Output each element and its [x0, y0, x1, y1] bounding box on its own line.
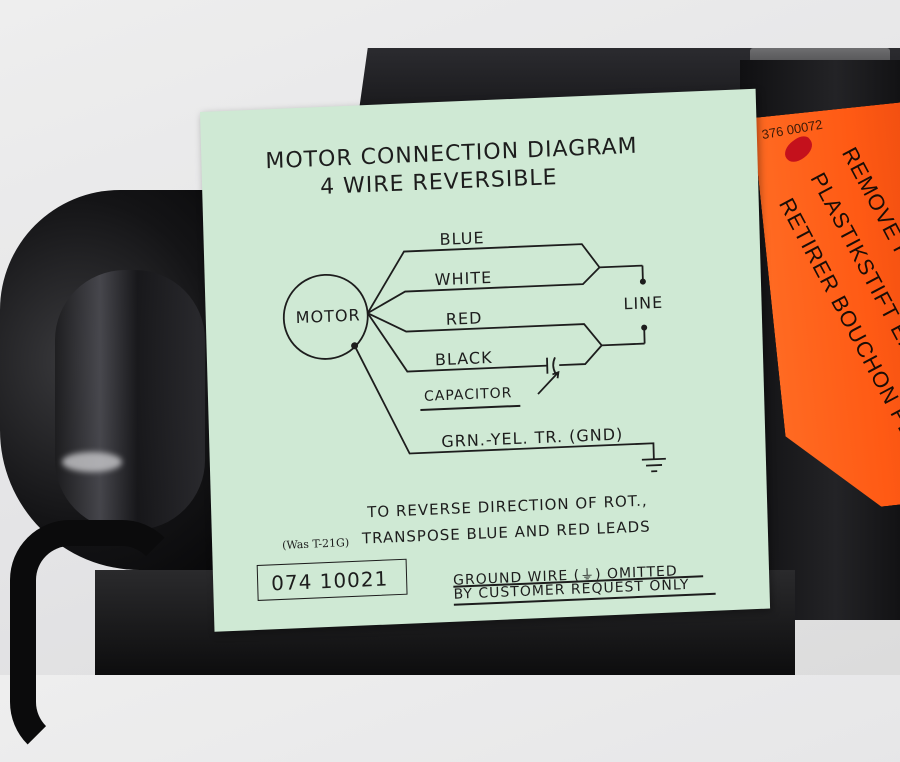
metal-glint — [62, 452, 122, 472]
motor-label: MOTOR — [296, 305, 361, 327]
red-wire-label: RED — [446, 308, 483, 329]
red-wire — [368, 302, 645, 356]
line-terminal-dot-top — [640, 278, 646, 284]
tag-code: 376 00072 — [761, 117, 824, 142]
blue-wire-label: BLUE — [439, 228, 484, 249]
blue-wire — [366, 242, 643, 314]
capacitor-arrow — [537, 372, 559, 394]
line-label: LINE — [623, 293, 663, 314]
ground-symbol — [642, 459, 666, 472]
capacitor-plate-2 — [553, 357, 555, 373]
part-number: 074 10021 — [271, 566, 389, 595]
connection-diagram-label: MOTOR CONNECTION DIAGRAM 4 WIRE REVERSIB… — [200, 89, 770, 632]
photo-scene: 376 00072 REMOVE P PLASTIKSTIFT ENTFE RE… — [0, 0, 900, 675]
white-wire-label: WHITE — [435, 268, 493, 289]
power-cable — [10, 520, 182, 762]
motor-end-bell — [55, 270, 205, 530]
black-wire-after-capacitor — [559, 345, 602, 365]
ground-wire — [355, 333, 654, 471]
line-terminal-dot-bottom — [641, 324, 647, 330]
black-wire-label: BLACK — [435, 348, 493, 369]
